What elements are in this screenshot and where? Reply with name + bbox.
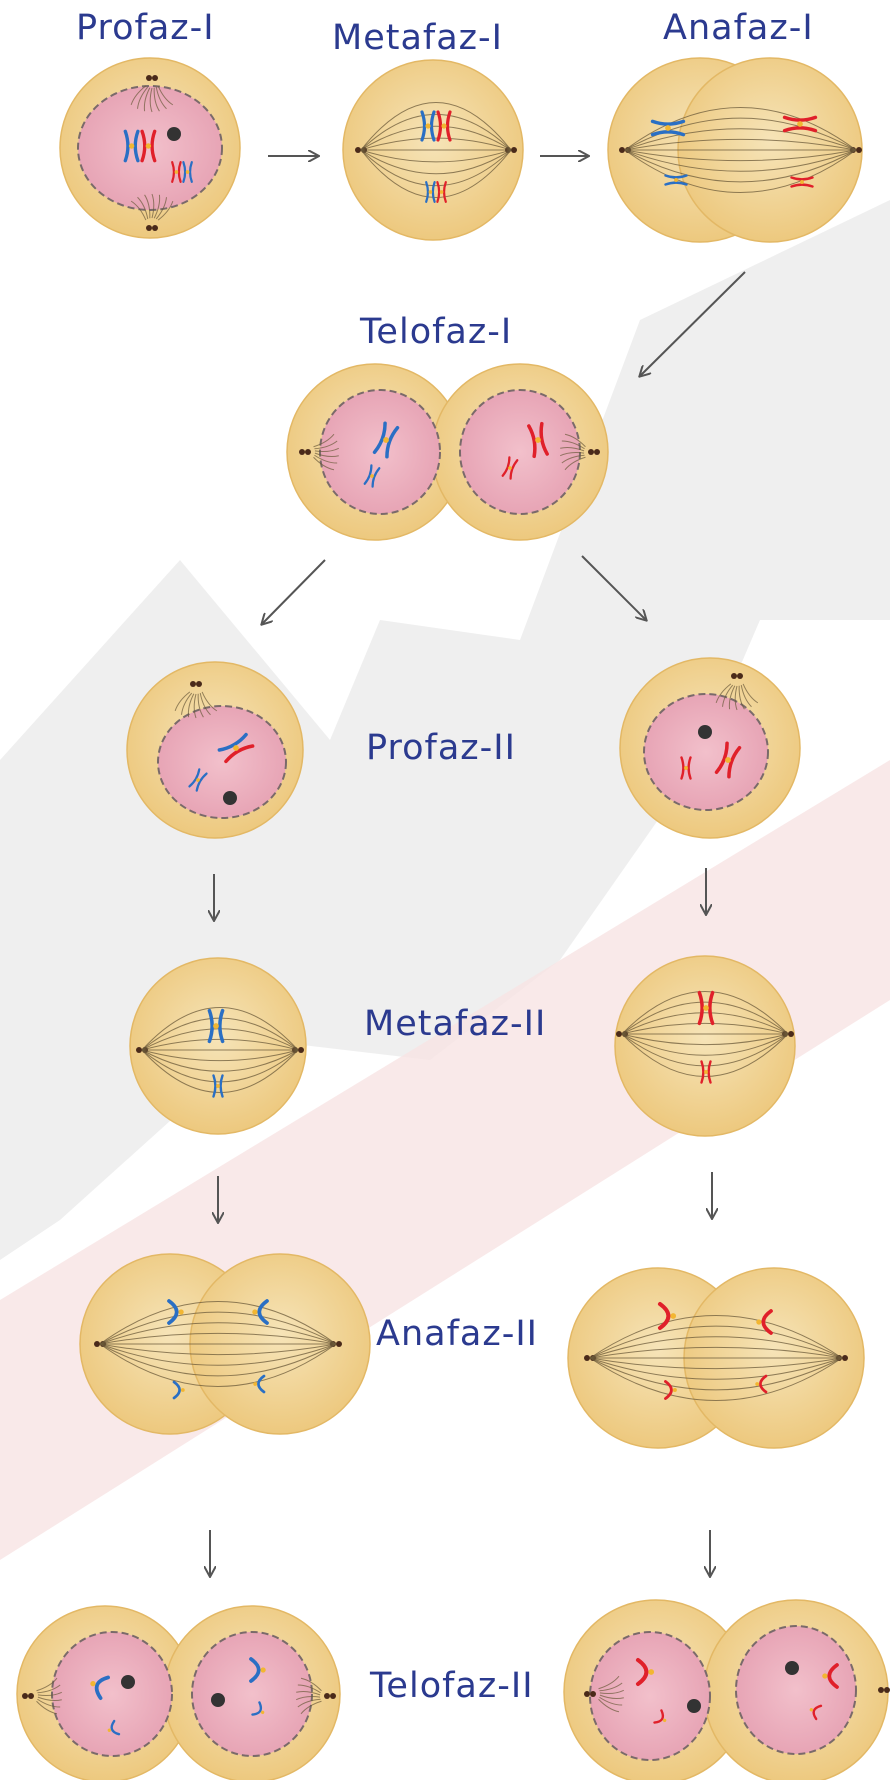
nucleus [320,390,440,514]
centromere [146,143,151,148]
cell-metaphase-1 [343,60,523,240]
centriole [196,681,202,687]
centriole [355,147,361,153]
label-telophase-1: Telofaz-I [360,312,512,352]
centromere [684,766,688,770]
centriole [22,1693,28,1699]
centromere [670,1313,676,1319]
centriole [584,1691,590,1697]
centriole [190,681,196,687]
centriole [856,147,862,153]
centromere [186,170,190,174]
centriole [94,1341,100,1347]
centriole [842,1355,848,1361]
centriole [299,449,305,455]
centromere [425,123,430,128]
nucleus [736,1626,856,1754]
centromere [755,1382,759,1386]
centriole [731,673,737,679]
centriole [152,225,158,231]
centriole [878,1687,884,1693]
nucleolus [687,1699,701,1713]
cell-metaphase-2-left [130,958,306,1134]
centriole [324,1693,330,1699]
centromere [178,1309,183,1314]
label-anaphase-1: Anafaz-I [663,8,814,48]
nucleus [460,390,580,514]
cell-anaphase-2-left [80,1254,370,1434]
cell-telophase-2-right [564,1600,890,1780]
centromere [213,1023,219,1029]
label-metaphase-2: Metafaz-II [364,1004,546,1044]
centriole [590,1691,596,1697]
centromere [648,1669,654,1675]
centriole [884,1687,890,1693]
nucleus [192,1632,312,1756]
centromere [441,123,446,128]
cytoplasm [615,956,795,1136]
centromere [797,121,803,127]
cell-prophase-1 [60,58,240,238]
nucleolus [223,791,237,805]
centromere [253,1382,257,1386]
centriole [298,1047,304,1053]
nucleus [644,694,768,810]
label-prophase-2: Profaz-II [366,728,516,768]
centriole [330,1693,336,1699]
nucleus [590,1632,710,1760]
centromere [216,1084,220,1088]
nucleus [158,706,286,818]
centromere [800,180,804,184]
nucleolus [211,1693,225,1707]
label-metaphase-1: Metafaz-I [332,18,503,58]
centriole [146,225,152,231]
centromere [175,170,179,174]
centriole [152,75,158,81]
label-prophase-1: Profaz-I [76,8,215,48]
centromere [703,1005,709,1011]
centromere [440,190,444,194]
centromere [260,1667,265,1672]
centriole [584,1355,590,1361]
centromere [674,178,678,182]
centromere [704,1070,708,1074]
centriole [788,1031,794,1037]
nucleus [52,1632,172,1756]
centriole [588,449,594,455]
nucleolus [785,1661,799,1675]
centromere [252,1309,257,1314]
centriole [511,147,517,153]
nucleolus [167,127,181,141]
cell-anaphase-1 [608,58,862,242]
centromere [756,1319,761,1324]
centriole [136,1047,142,1053]
cell-prophase-2-right [620,658,800,838]
centriole [305,449,311,455]
cell-telophase-1 [287,364,608,540]
centriole [616,1031,622,1037]
cell-metaphase-2-right [615,956,795,1136]
cell-telophase-2-left [17,1606,340,1780]
centriole [336,1341,342,1347]
nucleolus [121,1675,135,1689]
arrow-telophase1-prophase2-left [262,560,325,624]
centromere [822,1673,827,1678]
centriole [146,75,152,81]
centromere [129,143,134,148]
centriole [594,449,600,455]
cell-prophase-2-left [127,662,303,838]
centriole [619,147,625,153]
centromere [181,1388,185,1392]
nucleolus [698,725,712,739]
centriole [737,673,743,679]
centromere [429,190,433,194]
label-anaphase-2: Anafaz-II [376,1314,538,1354]
centriole [28,1693,34,1699]
cell-anaphase-2-right [568,1268,864,1448]
label-telophase-2: Telofaz-II [370,1666,534,1706]
centromere [673,1388,677,1392]
centromere [665,125,671,131]
